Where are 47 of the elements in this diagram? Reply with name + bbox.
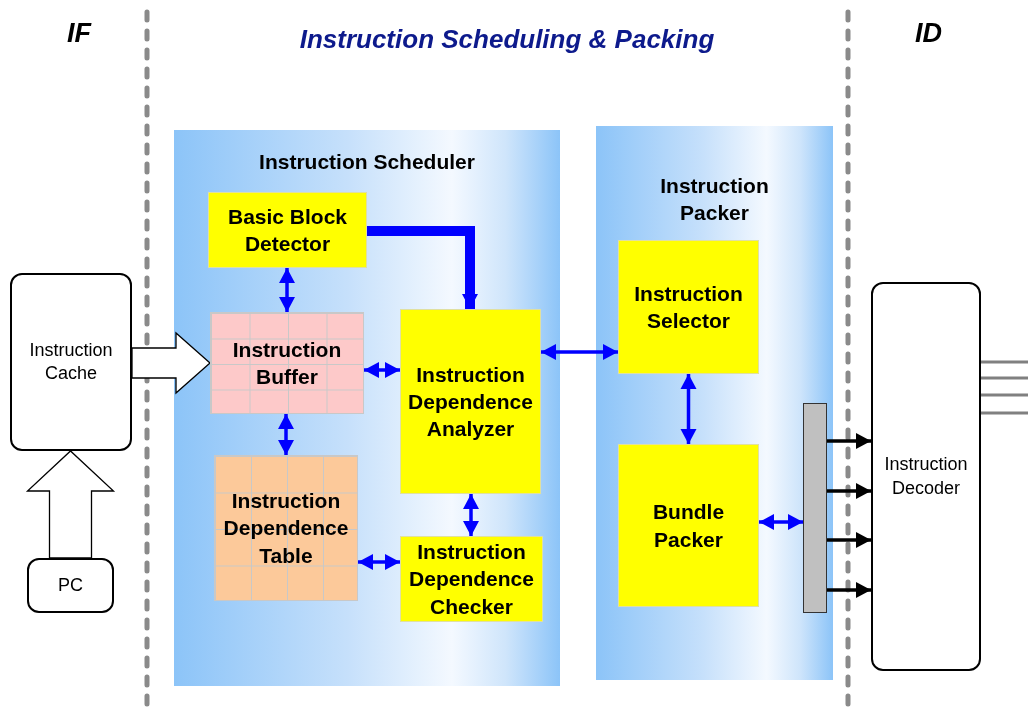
- arrow: [278, 414, 294, 455]
- box-label: Instruction Cache: [28, 338, 114, 385]
- box-label: Instruction Buffer: [231, 336, 343, 390]
- box-label: Instruction Decoder: [883, 453, 969, 500]
- buffer-grid: [210, 312, 364, 414]
- block-arrow: [25, 450, 116, 559]
- stage-label: IF: [67, 18, 91, 49]
- box-label: PC: [58, 573, 83, 597]
- arrow: [541, 344, 618, 360]
- box-label: Instruction Dependence Analyzer: [407, 361, 534, 443]
- arrow: [680, 374, 697, 444]
- box-label: Instruction Selector: [633, 280, 744, 334]
- checker-box: [400, 536, 543, 622]
- stage-label: ID: [915, 18, 942, 49]
- box-label: Basic Block Detector: [226, 203, 349, 257]
- analyzer-box: [400, 309, 541, 494]
- table-grid: [214, 455, 358, 601]
- pipeline-register-bar: [803, 403, 827, 613]
- arrow: [279, 268, 295, 312]
- cache-box: [10, 273, 132, 451]
- scheduler-panel: [174, 130, 560, 686]
- selector-box: [618, 240, 759, 374]
- diagram-title: Instruction Scheduling & Packing: [298, 24, 716, 55]
- arrow: [827, 532, 871, 548]
- register-box: [27, 558, 114, 613]
- box-label: Instruction Dependence Table: [222, 488, 350, 569]
- panel-heading: Instruction Scheduler: [259, 149, 475, 175]
- decoder-box: [871, 282, 981, 671]
- arrow: [827, 582, 871, 598]
- arrow: [827, 433, 871, 449]
- arrow: [827, 483, 871, 499]
- packer-panel: [596, 126, 833, 680]
- box-label: Bundle Packer: [651, 499, 726, 553]
- detector-box: [208, 192, 367, 268]
- box-label: Instruction Dependence Checker: [408, 539, 535, 620]
- signal-line: [981, 360, 1028, 364]
- signal-line: [981, 393, 1028, 397]
- arrow: [367, 226, 478, 309]
- signal-line: [981, 376, 1028, 380]
- arrow: [759, 514, 803, 530]
- packer-box: [618, 444, 759, 607]
- block-arrow: [131, 331, 211, 395]
- signal-line: [981, 411, 1028, 415]
- arrow: [463, 494, 479, 536]
- arrow: [358, 554, 400, 570]
- arrow: [364, 362, 400, 378]
- panel-heading: Instruction Packer: [659, 173, 770, 227]
